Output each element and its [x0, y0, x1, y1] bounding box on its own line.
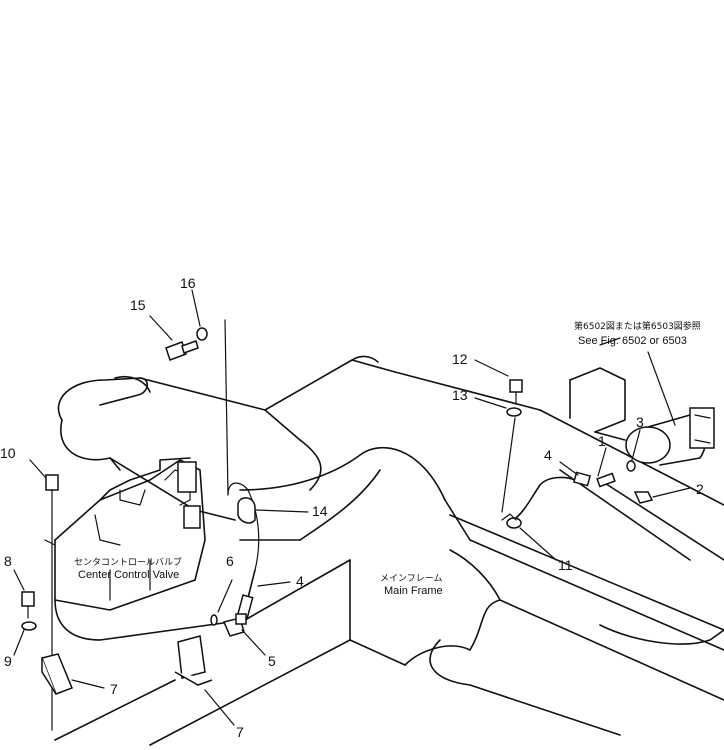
part-number-15: 15 — [130, 297, 146, 313]
part-number-11: 11 — [558, 557, 573, 573]
part-number-7-right: 7 — [236, 724, 244, 740]
part-number-9: 9 — [4, 653, 12, 669]
center-control-valve-drawing — [44, 457, 206, 611]
hardware — [21, 327, 523, 731]
see-fig-label-en: See Fig. 6502 or 6503 — [578, 335, 687, 347]
main-frame-label-jp: メインフレーム — [380, 573, 442, 584]
part-number-7-left: 7 — [110, 681, 118, 697]
part-number-4-left: 4 — [296, 573, 304, 589]
see-fig-label-jp: 第6502図または第6503図参照 — [574, 320, 701, 332]
leader-lines — [13, 289, 691, 726]
center-valve-label-jp: センタコントロールバルブ — [74, 556, 182, 568]
annotations: センタコントロールバルブ Center Control Valve メインフレー… — [74, 320, 701, 597]
part-number-4-right: 4 — [544, 447, 552, 463]
motor-component-drawing — [569, 367, 715, 466]
center-valve-label-en: Center Control Valve — [78, 569, 179, 581]
part-number-6: 6 — [226, 553, 234, 569]
part-number-3: 3 — [636, 414, 644, 430]
part-number-16: 16 — [180, 275, 196, 291]
part-number-1: 1 — [598, 433, 606, 449]
part-number-13: 13 — [452, 387, 468, 403]
part-number-8: 8 — [4, 553, 12, 569]
part-number-14: 14 — [312, 503, 328, 519]
main-frame-drawing — [54, 355, 724, 746]
hose-routing — [224, 319, 654, 620]
part-number-12: 12 — [452, 351, 468, 367]
part-number-2: 2 — [696, 481, 704, 497]
main-frame-label-en: Main Frame — [384, 585, 443, 597]
part-number-labels: 1 2 3 4 4 5 6 7 7 8 9 10 11 12 13 14 15 … — [0, 275, 704, 740]
part-number-10: 10 — [0, 445, 16, 461]
part-number-5: 5 — [268, 653, 276, 669]
